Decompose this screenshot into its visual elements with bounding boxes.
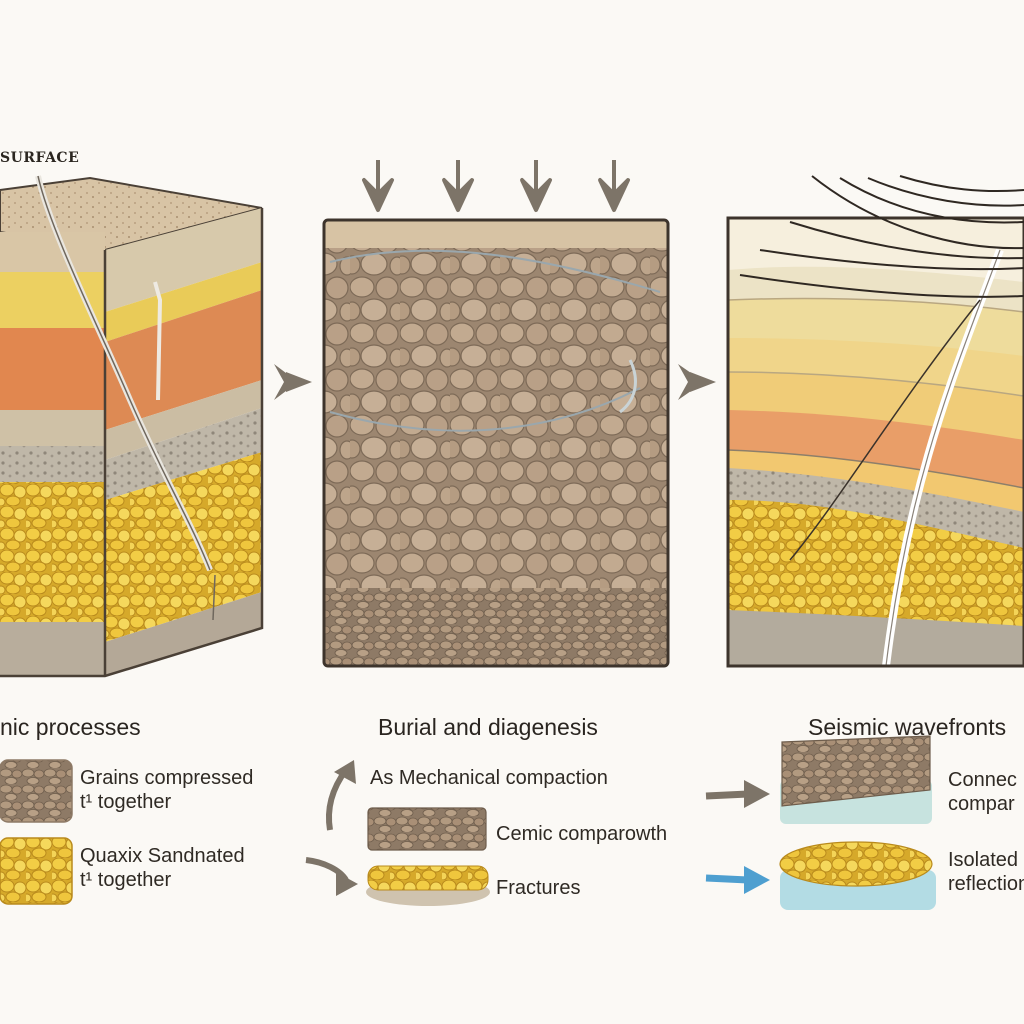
legend-item-isolated-line2: reflection	[948, 873, 1024, 895]
wavefront-arcs	[739, 175, 1024, 298]
arrow-right-icon	[705, 780, 770, 808]
pressure-arrow-icon	[598, 160, 630, 212]
legend-item-connected-line1: Connec	[948, 769, 1017, 791]
legend-item-sand-line1: Quaxix Sandnated	[80, 845, 245, 867]
legend-thumb-connected	[780, 735, 932, 824]
legend-item-grains-line1: Grains compressed	[80, 767, 254, 789]
legend-item-isolated: Isolated reflection	[948, 848, 1024, 896]
legend-item-isolated-line1: Isolated	[948, 849, 1019, 871]
arrow-right-icon	[274, 364, 312, 400]
pressure-arrow-icon	[520, 160, 552, 212]
legend-thumb-grains	[0, 759, 73, 823]
legend-thumb-compaction	[367, 807, 487, 851]
legend-thumb-isolated	[779, 841, 936, 910]
legend-thumb-fracture	[366, 865, 490, 906]
legend-item-connected: Connec compar	[948, 768, 1017, 816]
panel3-seismic-section	[726, 216, 1024, 668]
curved-arrow-down-icon	[305, 857, 358, 896]
legend-item-grains: Grains compressed t¹ together	[80, 766, 253, 814]
panel2-compaction-block	[322, 218, 670, 668]
legend-item-fractures: Fractures	[496, 877, 581, 899]
legend-item-connected-line2: compar	[948, 793, 1015, 815]
legend-item-sand-line2: t¹ together	[80, 869, 172, 891]
legend-item-sand: Quaxix Sandnated t¹ together	[80, 844, 245, 892]
legend-item-compaction: As Mechanical compaction	[370, 767, 608, 789]
blue-arrow-right-icon	[705, 866, 770, 894]
panel3-heading: Seismic wavefronts	[808, 714, 1007, 740]
pressure-arrows	[362, 160, 630, 212]
pressure-arrow-icon	[442, 160, 474, 212]
legend-item-grains-line2: t¹ together	[80, 791, 172, 813]
panel1-heading: nic processes	[0, 714, 141, 740]
arrow-right-icon	[678, 364, 716, 400]
panel2-heading: Burial and diagenesis	[378, 714, 598, 740]
panel1-block-diagram	[0, 175, 264, 678]
pressure-arrow-icon	[362, 160, 394, 212]
surface-label: SURFACE	[0, 150, 80, 166]
legend-item-cement: Cemic comparowth	[496, 823, 668, 845]
curved-arrow-up-icon	[326, 760, 356, 831]
legend-thumb-sand	[0, 837, 73, 905]
